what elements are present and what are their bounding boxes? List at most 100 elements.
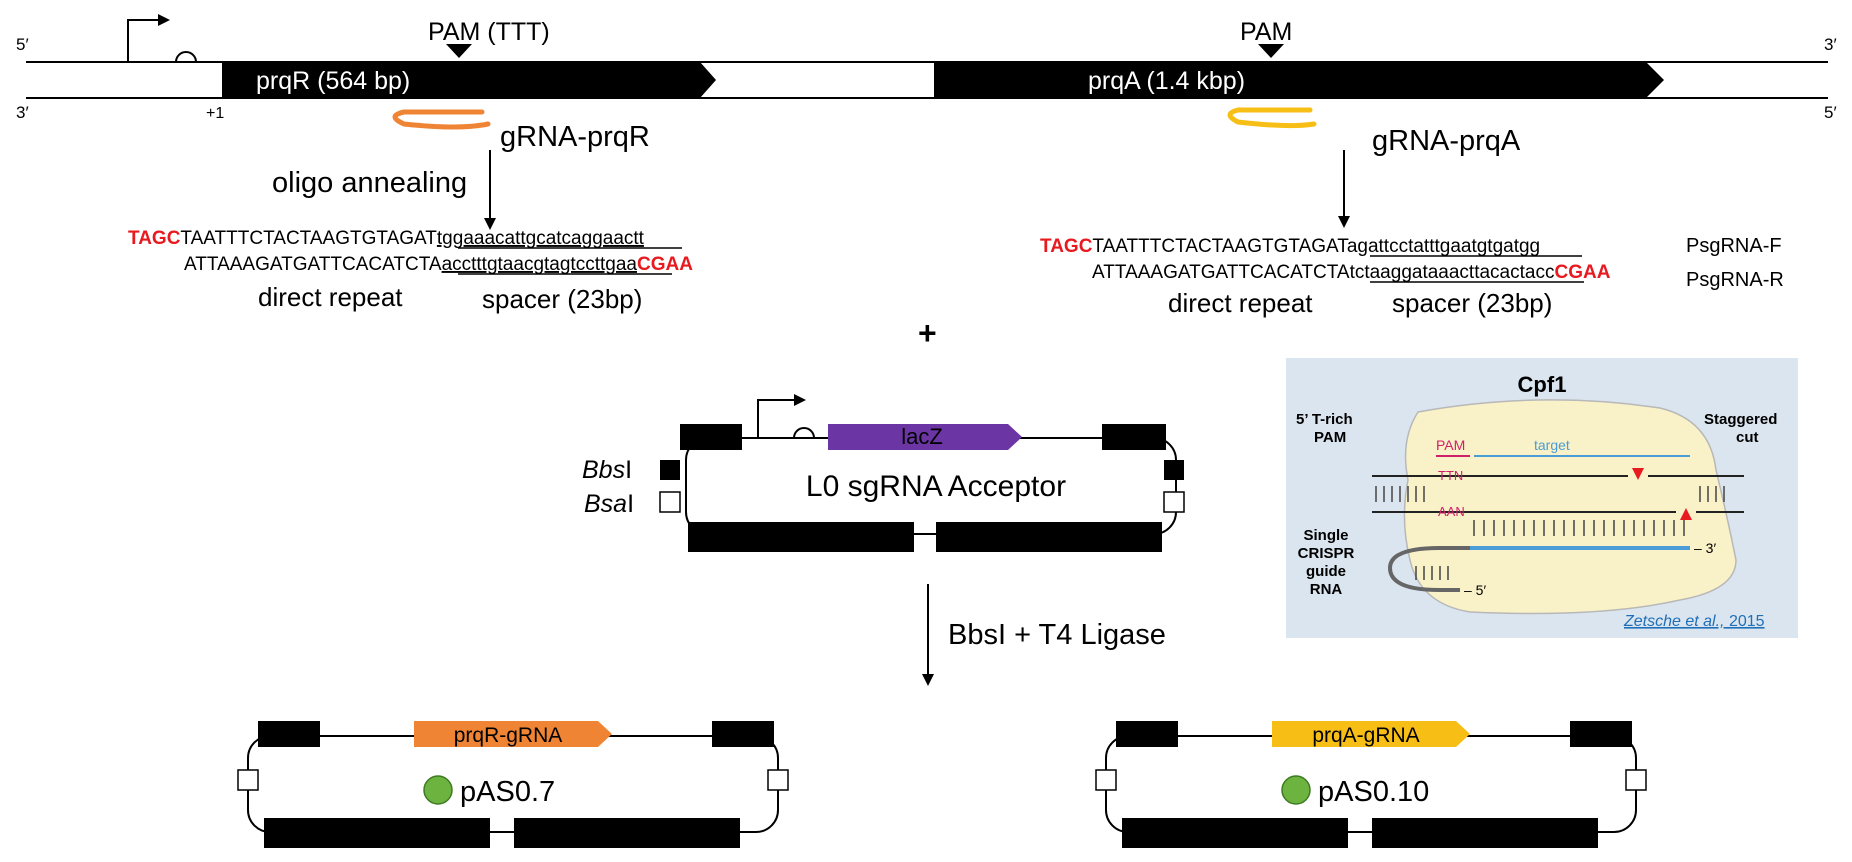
ori-box [688, 522, 914, 552]
status-dot-icon [423, 775, 453, 805]
rbs-icon [175, 51, 197, 63]
grna-prqr-icon [392, 109, 491, 130]
spacer-label: spacer (23bp) [482, 284, 642, 314]
guide-label: guide [1306, 563, 1346, 580]
specr-label: specR [1018, 525, 1080, 550]
pam-marker-icon [446, 44, 472, 58]
gene-prqa [934, 62, 1664, 98]
insert-label: prqR-gRNA [454, 724, 563, 747]
site-icon [237, 769, 259, 791]
bbsi-roman: I [625, 456, 632, 484]
citation-link[interactable]: Zetsche et al., 2015 [1623, 613, 1765, 630]
cpf1-title: Cpf1 [1518, 372, 1567, 397]
overhang-label: GCTT [1112, 430, 1156, 447]
overhang-label: CGCT [1578, 727, 1624, 744]
bsai-roman: I [627, 490, 634, 518]
base-pair-ticks [1375, 486, 1725, 580]
gene-prqr [222, 62, 716, 98]
gene-prqa-label: prqA (1.4 kbp) [1088, 67, 1245, 95]
overhang-label: CGCT [720, 727, 766, 744]
target-tag: target [1534, 437, 1570, 453]
ttn-label: TTN [1438, 468, 1463, 483]
end5-label: – 5′ [1464, 582, 1486, 598]
overhang-label: GGAG [265, 727, 314, 744]
pam-side-label: 5’ T-rich [1296, 411, 1353, 428]
spacer-seq: tggaaacattgcatcaggaactt [437, 228, 645, 249]
bsai-site-icon [1163, 491, 1185, 513]
overhang-label: TAGC [689, 430, 734, 447]
strand-label: 3′ [1824, 35, 1837, 54]
specr-box [514, 818, 740, 848]
pam-side-label: PAM [1314, 429, 1346, 446]
specr-box [1372, 818, 1598, 848]
grna-prqa-label: gRNA-prqA [1372, 125, 1521, 157]
bbsi-site-icon [660, 460, 680, 480]
spacer-seq: tctaaggataaacttacactacc [1350, 262, 1555, 283]
strand-label: 5′ [16, 35, 29, 54]
spacer-label: spacer (23bp) [1392, 288, 1552, 318]
ori-label: ori [789, 525, 813, 550]
plus-sign: + [918, 315, 937, 351]
site-icon [1095, 769, 1117, 791]
citation-authors[interactable]: Zetsche et al., [1623, 613, 1725, 630]
direct-repeat-label: direct repeat [258, 282, 403, 312]
pam-marker-icon [1258, 44, 1284, 58]
cut-marker-icon [1632, 468, 1644, 480]
overhang: TAGC [128, 228, 181, 249]
oligo-left: oligo annealing TAGCTAATTTCTACTAAGTGTAGA… [128, 150, 693, 314]
pam-label-2: PAM [1240, 18, 1292, 46]
citation-year[interactable]: 2015 [1725, 613, 1765, 630]
product-plasmid-left: GGAG CGCT prqR-gRNA pAS0.7 ori specR [237, 721, 789, 848]
bsai-label: BsaI [584, 490, 634, 518]
gene-prqr-label: prqR (564 bp) [256, 67, 410, 95]
status-dot-icon [1281, 775, 1311, 805]
guide-rna-loop [1387, 546, 1690, 592]
acceptor-title: L0 sgRNA Acceptor [806, 470, 1066, 503]
tss-label: +1 [206, 105, 224, 122]
plasmid-name: pAS0.7 [460, 776, 555, 808]
promoter-arrow-icon [757, 399, 796, 438]
arrowhead-icon [922, 674, 934, 686]
pam-label-1: PAM (TTT) [428, 18, 550, 46]
oligo-bottom-strand: ATTAAAGATGATTCACATCTAacctttgtaacgtagtcct… [184, 254, 693, 275]
grna-prqa-icon [1227, 107, 1317, 129]
specr-label: specR [1454, 821, 1516, 846]
bsai-site-icon [659, 491, 681, 513]
spacer-seq: agattcctatttgaatgtgatgg [1347, 236, 1540, 257]
direct-repeat-seq: TAATTTCTACTAAGTGTAGAT [1092, 236, 1349, 257]
specr-label: specR [596, 821, 658, 846]
site-icon [1625, 769, 1647, 791]
lacz-label: lacZ [901, 424, 943, 449]
ori-box [264, 818, 490, 848]
site-icon [767, 769, 789, 791]
plasmid-name: pAS0.10 [1318, 776, 1429, 808]
insert-gene [414, 721, 612, 747]
oligo-right: TAGCTAATTTCTACTAAGTGTAGATagattcctatttgaa… [1040, 150, 1784, 318]
guide-label: RNA [1310, 581, 1343, 598]
cut-marker-icon [1680, 508, 1692, 520]
insert-label: prqA-gRNA [1312, 724, 1419, 747]
pam-tag: PAM [1436, 437, 1465, 453]
locus: 5′ 3′ 3′ 5′ +1 prqR (564 bp) prqA (1.4 k… [16, 14, 1837, 157]
rbs-icon [793, 427, 815, 439]
ori-label: ori [365, 821, 389, 846]
overhang: TAGC [1040, 236, 1093, 257]
bbsi-site-icon [1164, 460, 1184, 480]
bbsi-label: BbsI [582, 456, 632, 484]
annealing-label: oligo annealing [272, 167, 467, 199]
ori-box [1122, 818, 1348, 848]
spacer-seq: acctttgtaacgtagtccttgaa [442, 254, 638, 275]
insert-gene [1272, 721, 1470, 747]
end3-label: – 3′ [1694, 540, 1716, 556]
overhang-box [1570, 721, 1632, 747]
oligo-bottom-strand: ATTAAAGATGATTCACATCTAtctaaggataaacttacac… [1092, 262, 1611, 283]
grna-prqr-label: gRNA-prqR [500, 121, 650, 153]
overhang-box [712, 721, 774, 747]
overhang-box [680, 424, 742, 450]
overhang-box [1116, 721, 1178, 747]
staggered-label: Staggered [1704, 411, 1777, 428]
overhang: CGAA [1554, 262, 1610, 283]
acceptor-plasmid: TAGC GCTT lacZ L0 sgRNA Acceptor BbsI Bs… [582, 394, 1185, 552]
strand-label: 3′ [16, 103, 29, 122]
